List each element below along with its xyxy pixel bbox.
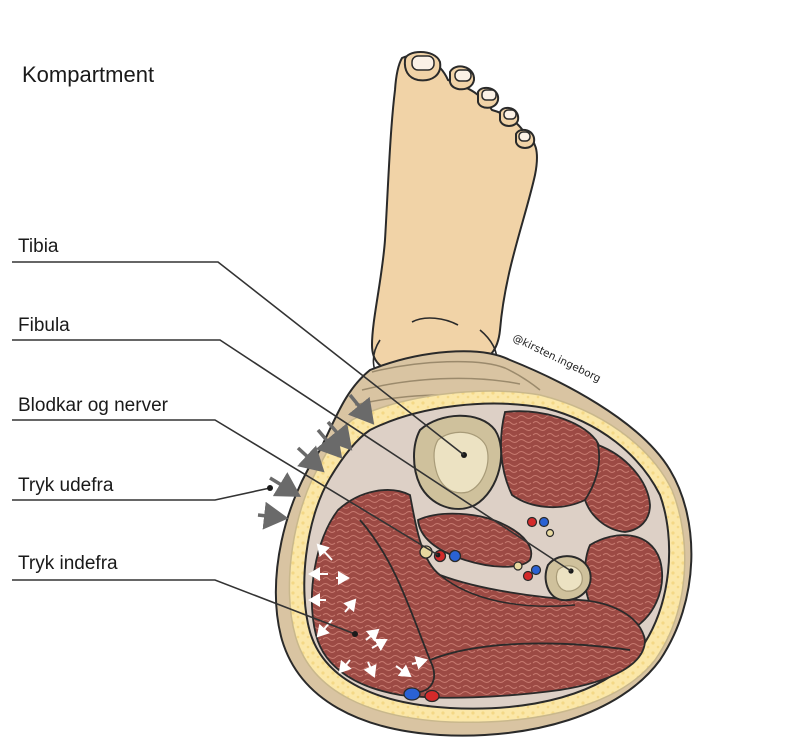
- fibula-bone: [546, 556, 591, 600]
- tibia-bone: [414, 416, 501, 509]
- foot: [372, 52, 537, 382]
